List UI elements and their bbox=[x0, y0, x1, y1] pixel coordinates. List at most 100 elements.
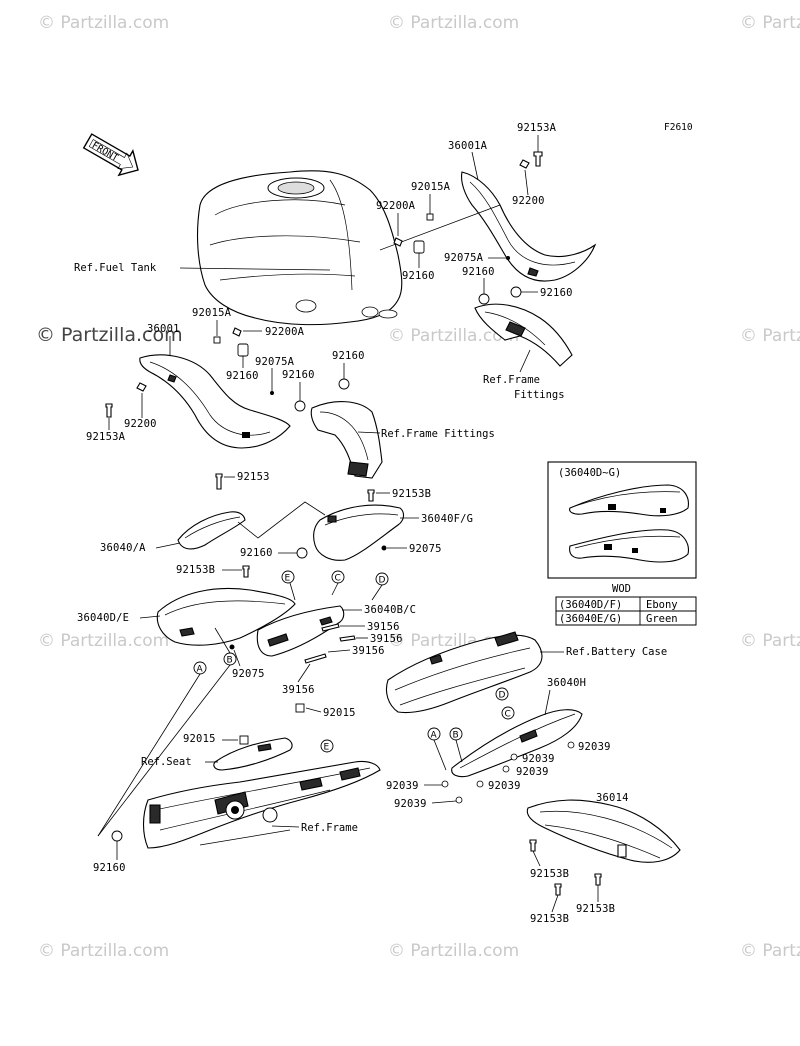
front-arrow-icon: FRONT bbox=[82, 133, 139, 177]
callout-a: A bbox=[427, 727, 441, 741]
part-number-92153b: 92153B bbox=[392, 488, 431, 500]
part-number-92160: 92160 bbox=[332, 350, 365, 362]
rear-cover-36040h bbox=[451, 709, 583, 778]
frame-illustration bbox=[142, 760, 381, 849]
ref-frame-fittings: Ref.Frame Fittings bbox=[381, 428, 495, 440]
svg-text:A: A bbox=[431, 731, 438, 741]
part-number-92160: 92160 bbox=[93, 862, 126, 874]
part-number-92153: 92153 bbox=[237, 471, 270, 483]
part-number-36040bc: 36040B/C bbox=[364, 604, 416, 616]
part-number-92075: 92075 bbox=[409, 543, 442, 555]
part-number-92200a: 92200A bbox=[376, 200, 416, 212]
part-number-92039: 92039 bbox=[578, 741, 611, 753]
battery-case-illustration bbox=[385, 631, 543, 714]
table-row-color: Green bbox=[646, 613, 678, 625]
part-number-92160: 92160 bbox=[540, 287, 573, 299]
watermark: © Partzilla.com bbox=[388, 13, 519, 33]
watermark: © Partzilla.com bbox=[740, 326, 800, 346]
table-row-part: (36040D/F) bbox=[559, 599, 622, 611]
part-number-92039: 92039 bbox=[522, 753, 555, 765]
left-frame-fittings-illustration bbox=[310, 401, 383, 479]
inset-code: WOD bbox=[612, 583, 631, 595]
right-side-cover-36001a bbox=[461, 171, 597, 282]
svg-text:B: B bbox=[453, 731, 459, 741]
part-number-92200: 92200 bbox=[124, 418, 157, 430]
watermark: © Partzilla.com bbox=[388, 941, 519, 961]
table-row-part: (36040E/G) bbox=[559, 613, 622, 625]
svg-text:D: D bbox=[499, 691, 506, 701]
part-number-36040de: 36040D/E bbox=[77, 612, 129, 624]
part-number-36001a: 36001A bbox=[448, 140, 488, 152]
part-number-36040a: 36040/A bbox=[100, 542, 146, 554]
callout-d: D bbox=[495, 687, 509, 701]
cover-36040a bbox=[177, 511, 246, 550]
part-number-36001: 36001 bbox=[147, 323, 180, 335]
part-number-39156: 39156 bbox=[282, 684, 315, 696]
part-number-92015a: 92015A bbox=[411, 181, 451, 193]
watermark: © Partzilla.com bbox=[36, 324, 183, 346]
svg-text:D: D bbox=[379, 576, 386, 586]
ref-seat: Ref.Seat bbox=[141, 756, 192, 768]
cover-36040fg bbox=[313, 504, 405, 561]
svg-text:B: B bbox=[227, 656, 233, 666]
part-number-92160: 92160 bbox=[226, 370, 259, 382]
callout-a: A bbox=[193, 661, 207, 675]
part-number-36014: 36014 bbox=[596, 792, 629, 804]
left-side-cover-36001 bbox=[139, 354, 291, 449]
part-number-92075: 92075 bbox=[232, 668, 265, 680]
callout-b: B bbox=[449, 727, 463, 741]
part-number-92153b: 92153B bbox=[576, 903, 615, 915]
part-number-92015a: 92015A bbox=[192, 307, 232, 319]
part-number-92039: 92039 bbox=[386, 780, 419, 792]
part-number-92160: 92160 bbox=[282, 369, 315, 381]
part-number-92160: 92160 bbox=[402, 270, 435, 282]
watermark: © Partzilla.com bbox=[740, 941, 800, 961]
ref-battery-case: Ref.Battery Case bbox=[566, 646, 667, 658]
watermark: © Partzilla.com bbox=[388, 326, 519, 346]
part-number-36040fg: 36040F/G bbox=[421, 513, 473, 525]
watermark: © Partzilla.com bbox=[38, 941, 169, 961]
color-table: (36040D/F) Ebony (36040E/G) Green bbox=[555, 596, 697, 626]
part-number-92153b: 92153B bbox=[176, 564, 215, 576]
part-number-39156: 39156 bbox=[370, 633, 403, 645]
watermark-layer: © Partzilla.com © Partzilla.com © Partzi… bbox=[36, 13, 800, 961]
svg-text:E: E bbox=[324, 743, 330, 753]
callout-d: D bbox=[375, 572, 389, 586]
part-number-92200: 92200 bbox=[512, 195, 545, 207]
watermark: © Partzilla.com bbox=[38, 13, 169, 33]
ref-frame: Ref.Frame bbox=[301, 822, 358, 834]
part-number-92075a: 92075A bbox=[255, 356, 295, 368]
part-number-92153a: 92153A bbox=[86, 431, 126, 443]
part-number-92015: 92015 bbox=[183, 733, 216, 745]
watermark: © Partzilla.com bbox=[740, 13, 800, 33]
callout-b: B bbox=[223, 652, 237, 666]
part-number-92153b: 92153B bbox=[530, 868, 569, 880]
callout-e: E bbox=[281, 570, 295, 584]
table-row-color: Ebony bbox=[646, 599, 678, 611]
svg-text:C: C bbox=[335, 574, 341, 584]
callout-e: E bbox=[320, 739, 334, 753]
ref-frame-fittings: Ref.Frame Fittings bbox=[483, 374, 565, 401]
part-number-36040h: 36040H bbox=[547, 677, 586, 689]
svg-text:C: C bbox=[505, 710, 511, 720]
washer-icon bbox=[519, 159, 530, 169]
part-number-92200a: 92200A bbox=[265, 326, 305, 338]
part-number-39156: 39156 bbox=[352, 645, 385, 657]
inset-title: (36040D~G) bbox=[558, 467, 621, 479]
part-number-92039: 92039 bbox=[516, 766, 549, 778]
fuel-tank-illustration bbox=[197, 170, 403, 326]
part-number-92075a: 92075A bbox=[444, 252, 484, 264]
part-number-92039: 92039 bbox=[394, 798, 427, 810]
ref-fuel-tank: Ref.Fuel Tank bbox=[74, 262, 157, 274]
color-variant-inset: (36040D~G) bbox=[547, 461, 697, 579]
part-number-39156: 39156 bbox=[367, 621, 400, 633]
watermark: © Partzilla.com bbox=[740, 631, 800, 651]
bolt-icon bbox=[533, 151, 543, 167]
svg-text:E: E bbox=[285, 574, 291, 584]
watermark: © Partzilla.com bbox=[38, 631, 169, 651]
part-number-92160: 92160 bbox=[240, 547, 273, 559]
callout-c: C bbox=[331, 570, 345, 584]
cover-36040bc bbox=[256, 605, 345, 657]
